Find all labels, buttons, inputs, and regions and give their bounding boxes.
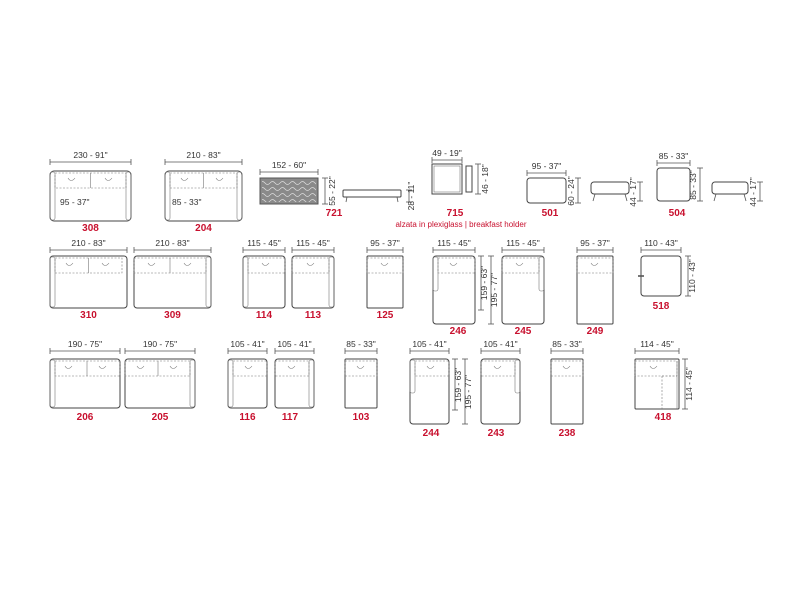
width-label: 230 - 91": [73, 150, 107, 160]
module-code: 206: [77, 412, 94, 423]
module-code: 103: [353, 412, 370, 423]
module-code: 418: [655, 412, 672, 423]
module-310: 210 - 83" 310: [49, 238, 128, 321]
module-code: 117: [282, 412, 299, 423]
module-501: 95 - 37" 60 - 24" 44 - 17" 501: [526, 161, 643, 219]
module-245: 115 - 45" 245: [501, 238, 545, 337]
width-label: 85 - 33": [346, 339, 375, 349]
depth-label-a: 159 - 63": [479, 266, 489, 300]
width-label: 95 - 37": [580, 238, 609, 248]
depth-label: 95 - 37": [60, 197, 89, 207]
module-206: 190 - 75" 206: [49, 339, 121, 423]
module-116: 105 - 41" 116: [227, 339, 268, 423]
depth-label: 85 - 33": [172, 197, 201, 207]
module-note: alzata in plexiglass | breakfast holder: [395, 220, 526, 229]
module-117: 105 - 41" 117: [274, 339, 315, 423]
module-125: 95 - 37" 125: [366, 238, 404, 321]
height-label: 44 - 17": [628, 177, 638, 206]
width-label: 95 - 37": [370, 238, 399, 248]
module-418: 114 - 45" 114 - 45" 418: [634, 339, 694, 423]
module-308: 230 - 91" 95 - 37" 308: [49, 150, 132, 234]
width-label: 115 - 45": [247, 238, 281, 248]
width-label: 210 - 83": [71, 238, 105, 248]
width-label: 114 - 45": [640, 339, 674, 349]
module-code: 116: [239, 412, 256, 423]
width-label: 105 - 41": [412, 339, 446, 349]
module-code: 245: [515, 326, 532, 337]
module-code: 715: [447, 208, 464, 219]
module-code: 721: [326, 208, 343, 219]
module-204: 210 - 83" 85 - 33" 204: [164, 150, 243, 234]
module-code: 308: [82, 223, 99, 234]
depth-label: 114 - 45": [684, 367, 694, 401]
module-309: 210 - 83" 309: [133, 238, 212, 321]
module-243: 105 - 41" 243: [480, 339, 521, 439]
module-code: 204: [195, 223, 212, 234]
height-label: 28 - 11": [406, 182, 416, 211]
module-code: 205: [152, 412, 169, 423]
module-113: 115 - 45" 113: [291, 238, 335, 321]
width-label: 115 - 45": [296, 238, 330, 248]
depth-label: 55 - 22": [327, 176, 337, 205]
module-504: 85 - 33" 85 - 33" 44 - 17" 504: [656, 151, 763, 219]
width-label: 85 - 33": [659, 151, 688, 161]
height-label: 46 - 18": [480, 164, 490, 193]
depth-label-b: 195 - 77": [463, 375, 473, 409]
module-code: 113: [305, 310, 322, 321]
width-label: 210 - 83": [155, 238, 189, 248]
module-103: 85 - 33" 103: [344, 339, 378, 423]
module-114: 115 - 45" 114: [242, 238, 286, 321]
module-code: 243: [488, 428, 505, 439]
module-code: 114: [256, 310, 273, 321]
depth-label: 110 - 43": [687, 259, 697, 293]
module-249: 95 - 37" 249: [576, 238, 614, 337]
width-label: 95 - 37": [532, 161, 561, 171]
height-label: 44 - 17": [748, 177, 758, 206]
module-code: 125: [377, 310, 394, 321]
module-code: 238: [559, 428, 576, 439]
module-246: 115 - 45" 159 - 63" 195 - 77" 246: [432, 238, 499, 337]
module-code: 501: [542, 208, 559, 219]
depth-label: 60 - 24": [566, 176, 576, 205]
width-label: 115 - 45": [437, 238, 471, 248]
width-label: 49 - 19": [432, 148, 461, 158]
width-label: 210 - 83": [186, 150, 220, 160]
width-label: 115 - 45": [506, 238, 540, 248]
module-code: 249: [587, 326, 604, 337]
width-label: 190 - 75": [68, 339, 102, 349]
width-label: 105 - 41": [277, 339, 311, 349]
module-code: 246: [450, 326, 467, 337]
width-label: 190 - 75": [143, 339, 177, 349]
width-label: 105 - 41": [483, 339, 517, 349]
module-238: 85 - 33" 238: [550, 339, 584, 439]
module-code: 309: [164, 310, 181, 321]
width-label: 152 - 60": [272, 160, 306, 170]
depth-label: 85 - 33": [688, 170, 698, 199]
depth-label-a: 159 - 63": [453, 368, 463, 402]
module-244: 105 - 41" 159 - 63" 195 - 77" 244: [409, 339, 473, 439]
module-205: 190 - 75" 205: [124, 339, 196, 423]
module-code: 310: [80, 310, 97, 321]
module-code: 244: [423, 428, 440, 439]
width-label: 105 - 41": [230, 339, 264, 349]
width-label: 110 - 43": [644, 238, 678, 248]
module-518: 110 - 43" 110 - 43" 518: [638, 238, 697, 312]
module-721: 152 - 60" 55 - 22" 28 - 11" 721: [259, 160, 416, 219]
width-label: 85 - 33": [552, 339, 581, 349]
module-code: 504: [669, 208, 686, 219]
module-code: 518: [653, 301, 670, 312]
module-715: 49 - 19" 46 - 18" 715 alzata in plexigla…: [395, 148, 526, 229]
depth-label-b: 195 - 77": [489, 273, 499, 307]
